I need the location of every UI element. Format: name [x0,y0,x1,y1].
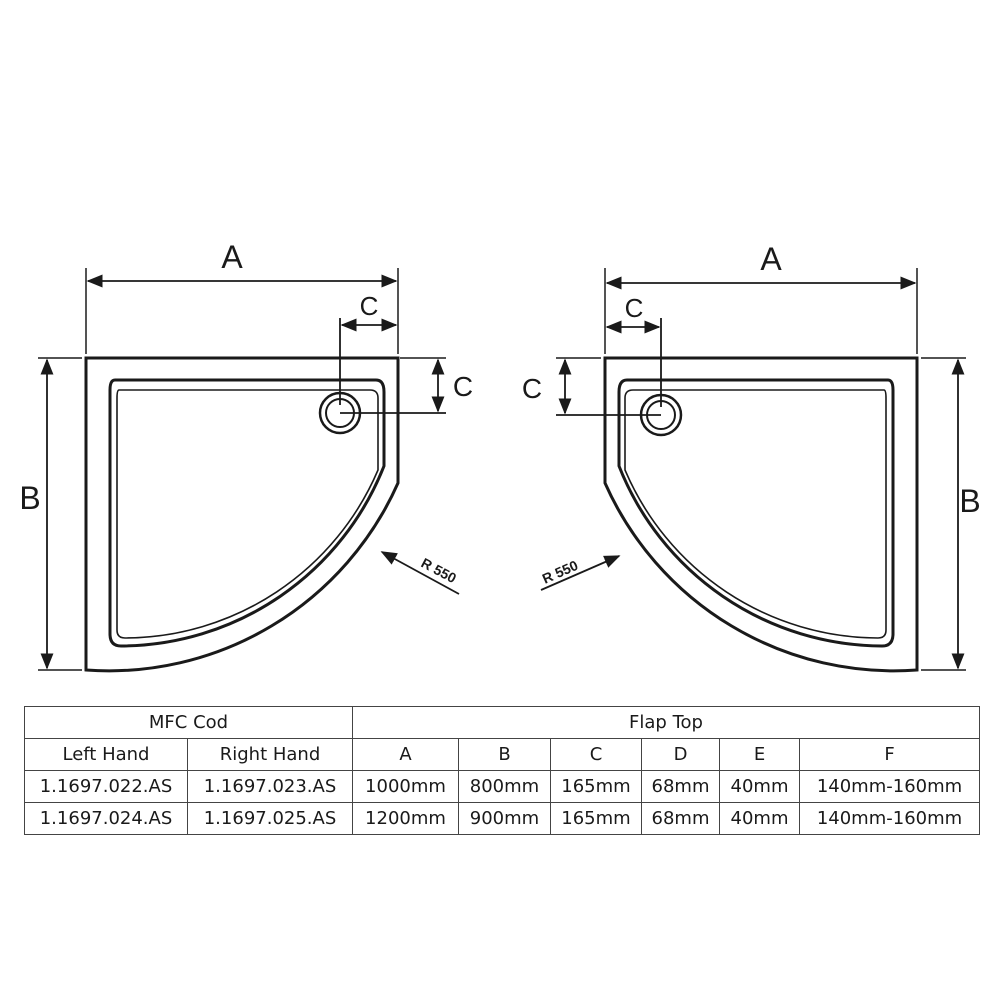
column-header: F [798,738,981,771]
flap-top-header: Flap Top [351,706,981,739]
table-cell: 40mm [719,802,800,835]
right-radius-leader [540,555,621,591]
table-cell: 900mm [458,802,551,835]
column-header: D [641,738,720,771]
specification-table: MFC Cod Flap Top Left Hand Right Hand A … [24,706,981,835]
table-cell: 165mm [550,802,642,835]
table-cell: 1.1697.023.AS [187,770,353,803]
table-cell: 68mm [641,802,720,835]
right-label-c-top: C [625,293,644,323]
table-cell: 1.1697.022.AS [24,770,188,803]
table-cell: 40mm [719,770,800,803]
right-tray-base [624,389,887,639]
table-column-header-row: Left Hand Right Hand A B C D E F [24,738,981,771]
right-label-a: A [760,241,782,277]
left-label-a: A [221,239,243,275]
table-row: 1.1697.024.AS 1.1697.025.AS 1200mm 900mm… [24,802,981,835]
left-radius-leader [380,551,460,595]
left-tray-outline [84,356,400,673]
left-tray-base [116,389,379,639]
column-header: Right Hand [187,738,353,771]
column-header: A [352,738,459,771]
mfc-cod-header: MFC Cod [24,706,353,739]
left-tray-rim [108,378,386,648]
left-hand-tray [38,268,460,673]
left-label-c-top: C [360,291,379,321]
left-radius-label: R 550 [419,555,460,587]
column-header: B [458,738,551,771]
table-cell: 1000mm [352,770,459,803]
table-cell: 1.1697.024.AS [24,802,188,835]
table-cell: 1200mm [352,802,459,835]
left-label-b: B [19,480,40,516]
column-header: E [719,738,800,771]
right-tray-rim [617,378,895,648]
right-hand-tray [540,268,966,673]
table-cell: 800mm [458,770,551,803]
table-row: 1.1697.022.AS 1.1697.023.AS 1000mm 800mm… [24,770,981,803]
table-group-header-row: MFC Cod Flap Top [24,706,981,739]
right-label-c-side: C [522,373,542,404]
table-cell: 140mm-160mm [798,802,981,835]
table-cell: 140mm-160mm [798,770,981,803]
column-header: Left Hand [24,738,188,771]
shower-tray-drawing: A C C B R 550 A C C B R 550 [19,239,981,673]
table-cell: 165mm [550,770,642,803]
right-tray-outline [603,356,919,673]
column-header: C [550,738,642,771]
table-cell: 68mm [641,770,720,803]
table-cell: 1.1697.025.AS [187,802,353,835]
left-label-c-side: C [453,371,473,402]
right-label-b: B [959,483,980,519]
